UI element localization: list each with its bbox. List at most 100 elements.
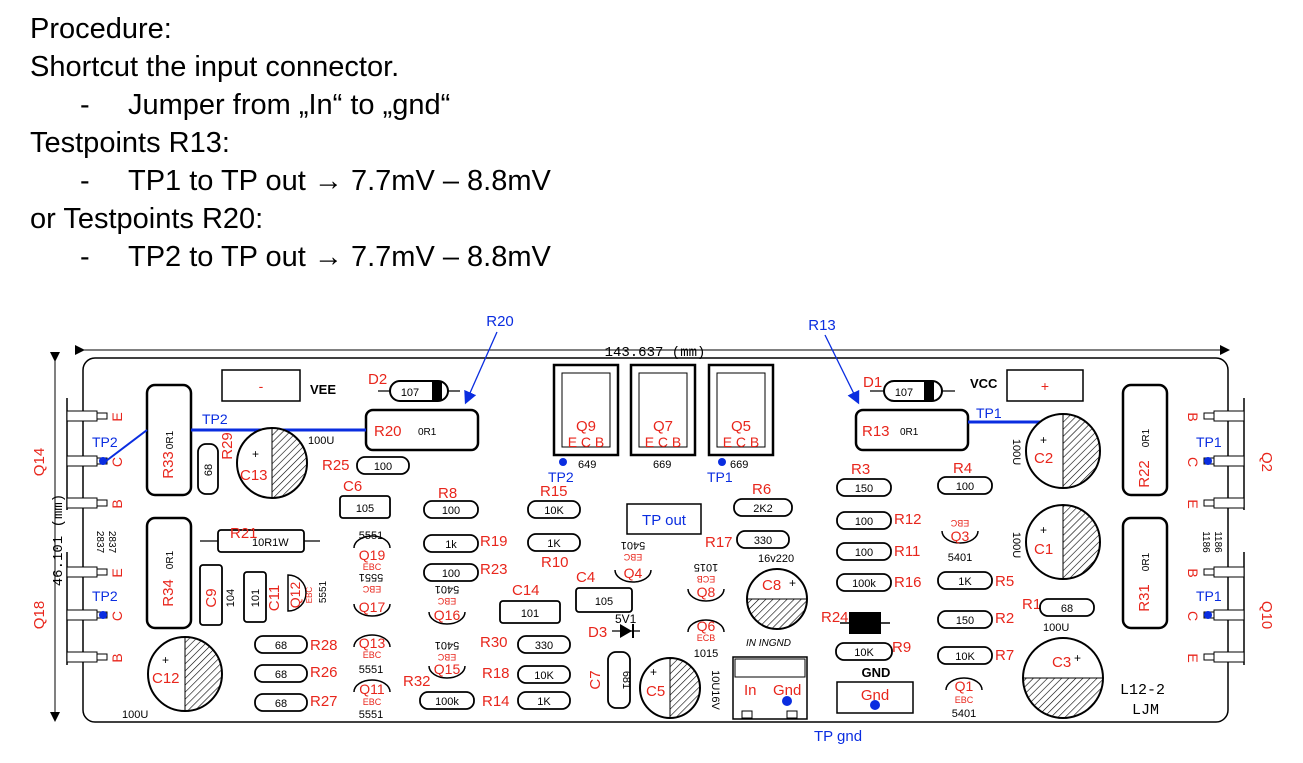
value-r6: 2K2: [753, 503, 773, 515]
label-q13: Q13: [359, 635, 386, 651]
label-in: In: [744, 682, 757, 699]
value-r31: 0R1: [1141, 552, 1152, 571]
right-code: 1186: [1212, 531, 1223, 553]
value-c13: 100U: [308, 435, 334, 447]
value-c14: 101: [521, 608, 539, 620]
value-r21: 10R1W: [252, 537, 289, 549]
trace-tp2-left: [105, 429, 148, 462]
value-r34: 0R1: [165, 550, 176, 569]
input-connector-pin: [741, 710, 753, 719]
transistor-q1: [945, 677, 983, 691]
resistor-r5: [937, 571, 993, 590]
tp2-left-bottom: TP2: [92, 588, 118, 604]
transistor-q17: [353, 603, 391, 617]
code-q11: 5551: [359, 709, 383, 721]
callout-r20-arrow: [464, 331, 498, 405]
pin-b: B: [109, 499, 125, 508]
transistor-q5: [707, 363, 775, 457]
diode-d2-band: [432, 382, 442, 400]
value-r2: 150: [956, 615, 974, 627]
code-q15: 5401: [435, 639, 459, 651]
label-r6: R6: [752, 481, 771, 498]
value-r10: 1K: [547, 538, 561, 550]
label-r23: R23: [480, 561, 508, 578]
pinout-q7: E C B: [645, 434, 682, 450]
label-r11: R11: [894, 543, 920, 560]
value-r26: 68: [275, 669, 287, 681]
code-q8: 1015: [694, 561, 718, 573]
transistor-q19: [353, 535, 391, 549]
code-q3: 5401: [948, 552, 972, 564]
label-q10: Q10: [1258, 601, 1275, 629]
resistor-r29: [197, 443, 219, 495]
pinout-q16: EBC: [437, 596, 456, 606]
dash: -: [80, 241, 90, 273]
value-c6: 105: [356, 503, 374, 515]
vcc-terminal: [1006, 369, 1084, 402]
input-connector-top: [734, 658, 806, 678]
pinout-q11: EBC: [363, 697, 382, 707]
label-c12: C12: [152, 670, 180, 687]
bullet-text: TP1 to TP out → 7.7mV – 8.8mV: [128, 165, 551, 197]
resistor-r14: [517, 691, 571, 710]
code-q12: 5551: [318, 580, 329, 603]
resistor-r7: [937, 646, 993, 665]
value-r18: 10K: [534, 670, 554, 682]
procedure-text: Procedure: Shortcut the input connector.…: [30, 10, 551, 276]
vcc-plus: +: [1041, 378, 1049, 394]
label-gnd: GND: [862, 665, 891, 680]
resistor-r13: [854, 408, 970, 452]
resistor-r9: [835, 642, 893, 661]
value-c11: 101: [250, 589, 262, 607]
label-r34: R34: [160, 579, 177, 607]
label-in-ingnd: IN INGND: [746, 638, 791, 649]
pin-c: C: [109, 611, 125, 621]
resistor-r12: [836, 511, 892, 530]
resistor-r1: [1039, 598, 1095, 617]
label-r33: R33: [160, 451, 177, 479]
resistor-r25: [356, 456, 410, 475]
code-q13: 5551: [359, 664, 383, 676]
callout-tp-gnd: TP gnd: [814, 728, 862, 745]
value-r27: 68: [275, 698, 287, 710]
label-q15: Q15: [434, 661, 461, 677]
value-r7: 10K: [955, 651, 975, 663]
transistor-q7-inner: [638, 372, 688, 448]
input-connector-pin: [786, 710, 798, 719]
callout-r13-arrow: [824, 334, 860, 405]
label-r18: R18: [482, 665, 510, 682]
pin-c: C: [109, 457, 125, 467]
transistor-q13: [353, 634, 391, 648]
value-r12: 100: [855, 516, 873, 528]
pin-e: E: [109, 568, 125, 577]
resistor-r23: [423, 563, 479, 582]
pinout-q15: EBC: [437, 652, 456, 662]
label-q7: Q7: [653, 418, 673, 435]
resistor-r22: [1121, 383, 1169, 497]
value-r32: 100k: [435, 696, 459, 708]
value-r19: 1k: [445, 539, 457, 551]
label-gnd-input: Gnd: [773, 682, 801, 699]
tp1-right-top: TP1: [1196, 434, 1222, 450]
tp-gnd-point: [870, 700, 880, 710]
tp-out-box: [626, 503, 702, 535]
label-q18: Q18: [31, 601, 48, 629]
procedure-step-2: Testpoints R13:: [30, 127, 230, 159]
procedure-step-3: or Testpoints R20:: [30, 203, 264, 235]
label-c6: C6: [343, 478, 362, 495]
label-c2: C2: [1034, 450, 1053, 467]
label-vee: VEE: [310, 382, 336, 397]
transistor-q5-inner: [716, 372, 766, 448]
label-d1: D1: [863, 374, 882, 391]
code-q6: 1015: [694, 648, 718, 660]
value-r1: 68: [1061, 603, 1073, 615]
code-q4: 5401: [621, 539, 645, 551]
value-c1: 100U: [1010, 532, 1022, 558]
code-q17: 5551: [359, 571, 383, 583]
transistor-q8: [687, 588, 725, 602]
pinout-q3: EBC: [950, 518, 969, 528]
capacitor-c9: [199, 564, 223, 626]
value-r23: 100: [442, 568, 460, 580]
label-r1: R1: [1022, 596, 1041, 613]
